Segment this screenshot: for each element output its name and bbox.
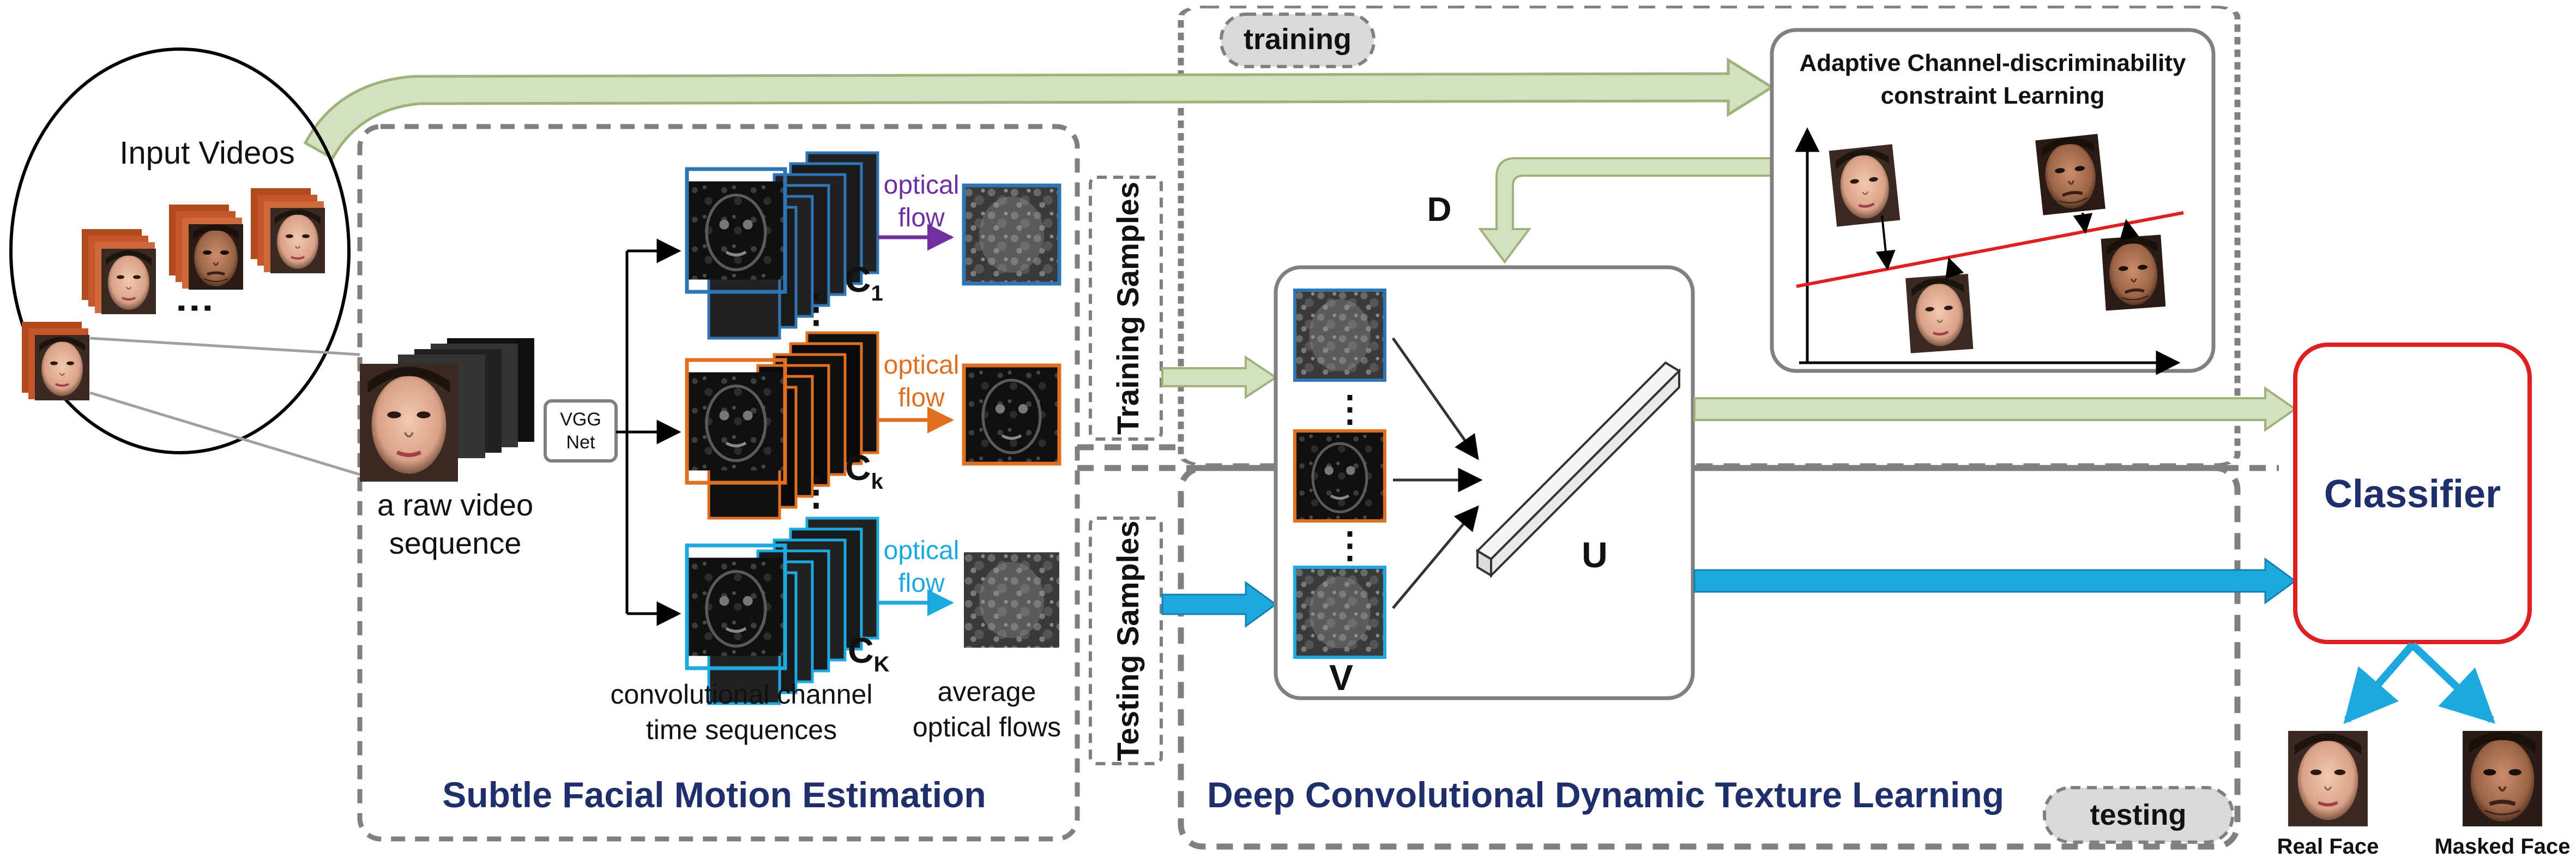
dots-ck-cK: ⋮	[797, 470, 835, 513]
conv-label-2: time sequences	[646, 715, 837, 745]
test-to-classifier-arrow	[1693, 557, 2297, 604]
input-to-acl-arrow	[303, 57, 1775, 160]
masked-face-label: Masked Face	[2434, 835, 2570, 859]
svg-text:VGG: VGG	[560, 409, 601, 430]
v-map-mid	[1293, 429, 1386, 523]
u-label: U	[1582, 535, 1608, 575]
flow-label-cK: flow	[898, 569, 945, 598]
testing-samples-box: Testing Samples	[1089, 517, 1163, 765]
v-map-top	[1293, 289, 1386, 382]
acl-arrow-1	[1875, 215, 1896, 271]
avg-label-2: optical flows	[913, 712, 1061, 742]
raw-video-label-2: sequence	[389, 526, 522, 560]
training-samples-box: Training Samples	[1089, 176, 1163, 441]
subtle-motion-title: Subtle Facial Motion Estimation	[442, 775, 986, 815]
acl-arrow-3	[1945, 257, 1964, 279]
testing-samples-arrow	[1161, 581, 1277, 628]
input-videos-dots: ⋮	[174, 289, 217, 327]
conv-label-1: convolutional channel	[611, 679, 873, 710]
cK-label: CK	[848, 630, 890, 676]
masked-face-image	[2463, 731, 2542, 826]
real-face-image	[2288, 731, 2368, 826]
real-face-label: Real Face	[2277, 835, 2379, 859]
acl-separator-line	[1796, 211, 2184, 288]
raw-video-sequence	[360, 338, 534, 482]
vgg-net-box: VGG Net	[544, 399, 618, 463]
classifier-box	[2293, 343, 2532, 644]
channel-stack-c1	[685, 151, 879, 340]
v-label: V	[1329, 657, 1353, 698]
flow-label-ck: flow	[898, 383, 945, 412]
c1-label: C1	[845, 259, 883, 305]
d-feedback-arrow	[1478, 157, 1773, 264]
optical-label-cK: optical	[884, 536, 960, 565]
v-dots-1: ⋮	[1332, 388, 1368, 429]
raw-video-label-1: a raw video	[377, 488, 533, 522]
acl-face-3	[1905, 274, 1973, 353]
acl-face-4	[2101, 235, 2166, 310]
acl-arrow-2	[2073, 212, 2093, 234]
acl-arrow-4	[2120, 219, 2139, 241]
classifier-label: Classifier	[2324, 472, 2501, 516]
v-dots-2: ⋮	[1332, 525, 1368, 565]
v-to-u-arrow-3	[1392, 505, 1479, 609]
input-videos-label: Input Videos	[119, 135, 294, 171]
subtle-motion-region	[357, 124, 1080, 842]
input-video-stack-2	[169, 205, 243, 290]
training-region	[1178, 5, 2241, 466]
input-video-stack-4	[22, 322, 89, 400]
acl-title-1: Adaptive Channel-discriminability	[1799, 50, 2186, 76]
u-projection-bar	[1475, 361, 1681, 578]
flow-label-c1: flow	[898, 203, 945, 232]
svg-text:Training Samples: Training Samples	[1111, 182, 1145, 435]
svg-text:training: training	[1244, 23, 1352, 56]
v-map-bottom	[1293, 566, 1386, 659]
train-to-classifier-arrow	[1693, 386, 2297, 432]
svg-text:testing: testing	[2090, 799, 2186, 831]
acl-face-1	[1829, 144, 1901, 226]
zoom-line-top	[89, 337, 360, 356]
training-samples-arrow	[1161, 355, 1278, 399]
dots-c1-ck: ⋮	[797, 287, 835, 330]
svg-text:Testing Samples: Testing Samples	[1111, 521, 1145, 761]
avg-label-1: average	[938, 676, 1036, 707]
acl-title-2: constraint Learning	[1881, 82, 2105, 109]
input-video-stack-3	[251, 188, 325, 273]
input-video-stack-1	[82, 229, 156, 314]
classifier-to-masked-arrow	[2410, 641, 2496, 724]
testing-tag: testing	[2043, 786, 2234, 844]
channel-stack-ck	[685, 331, 879, 520]
optical-label-ck: optical	[884, 351, 960, 380]
channel-stack-cK	[685, 517, 879, 705]
avg-flow-cK	[964, 552, 1059, 648]
deep-texture-title: Deep Convolutional Dynamic Texture Learn…	[1207, 775, 2004, 815]
ck-label: Ck	[845, 447, 884, 494]
classifier-to-real-arrow	[2343, 642, 2416, 724]
training-tag: training	[1220, 13, 1376, 68]
v-to-u-arrow-1	[1391, 337, 1479, 460]
svg-text:Net: Net	[566, 432, 595, 453]
d-label: D	[1427, 191, 1452, 229]
avg-flow-ck	[962, 363, 1061, 466]
zoom-line-bottom	[89, 391, 360, 476]
optical-label-c1: optical	[884, 171, 960, 200]
input-videos-ellipse	[9, 47, 351, 454]
acl-box	[1770, 28, 2216, 373]
avg-flow-c1	[962, 183, 1061, 286]
acl-face-2	[2035, 134, 2106, 215]
